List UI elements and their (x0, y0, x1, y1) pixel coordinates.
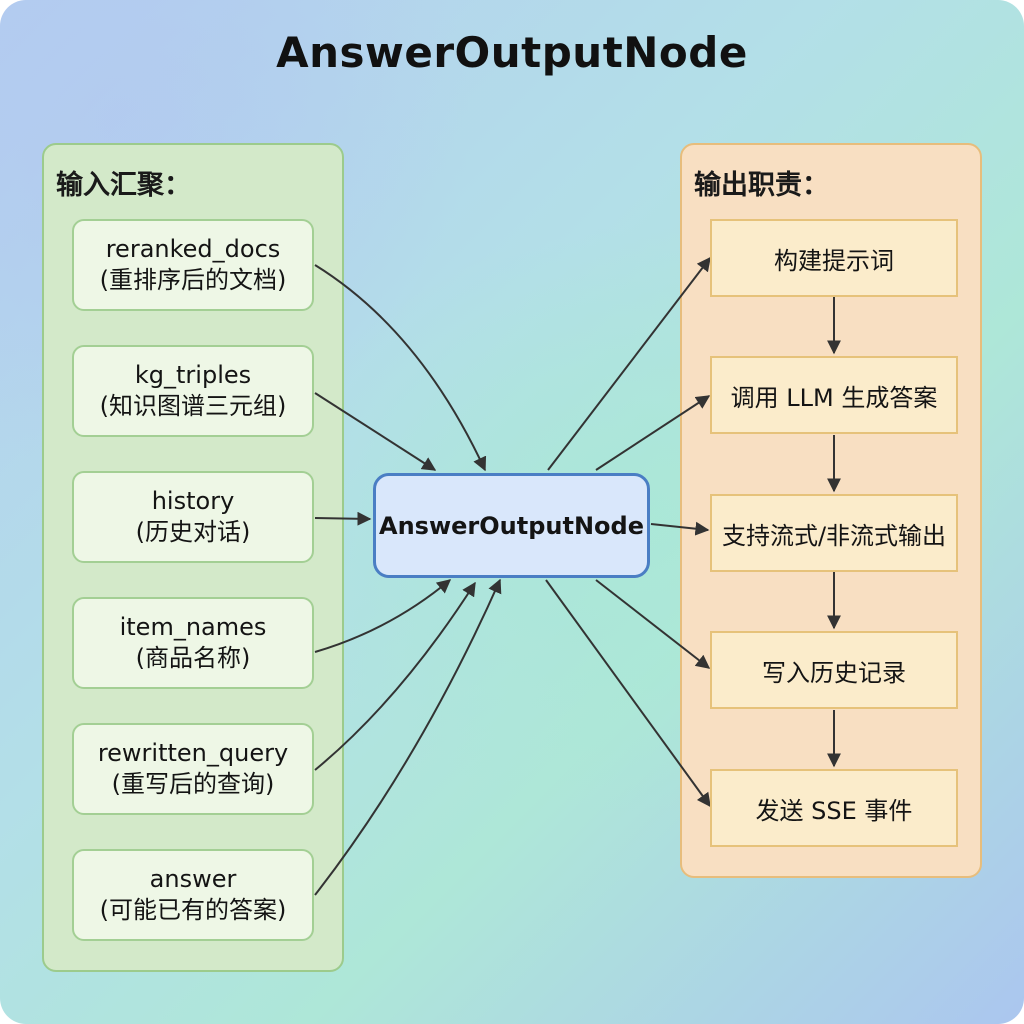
input-node-rewritten-query: rewritten_query (重写后的查询) (72, 723, 314, 815)
input-node-desc: (重排序后的文档) (99, 266, 287, 294)
input-node-name: reranked_docs (105, 234, 281, 263)
input-node-desc: (可能已有的答案) (99, 896, 287, 924)
output-step-write-history: 写入历史记录 (710, 631, 958, 709)
center-node-answer-output: AnswerOutputNode (373, 473, 650, 578)
input-node-name: history (151, 486, 235, 515)
input-node-desc: (商品名称) (135, 644, 251, 672)
input-node-name: kg_triples (134, 360, 252, 389)
edge-center-to-build-prompt (547, 256, 711, 471)
outputs-heading: 输出职责： (694, 170, 829, 201)
edge-answer-to-center (314, 578, 502, 896)
input-node-reranked-docs: reranked_docs (重排序后的文档) (72, 219, 314, 311)
input-node-item-names: item_names (商品名称) (72, 597, 314, 689)
input-node-desc: (历史对话) (135, 518, 251, 546)
diagram-title: AnswerOutputNode (276, 28, 748, 77)
output-step-send-sse: 发送 SSE 事件 (710, 769, 958, 847)
edge-reranked-docs-to-center (314, 264, 487, 472)
edge-center-to-write-history (595, 579, 711, 669)
input-node-answer: answer (可能已有的答案) (72, 849, 314, 941)
edge-center-to-send-sse (545, 579, 711, 808)
input-node-kg-triples: kg_triples (知识图谱三元组) (72, 345, 314, 437)
output-step-call-llm: 调用 LLM 生成答案 (710, 356, 958, 434)
edge-item-names-to-center (314, 579, 452, 653)
inputs-heading: 输入汇聚： (56, 170, 191, 201)
output-step-streaming-output: 支持流式/非流式输出 (710, 494, 958, 572)
input-node-history: history (历史对话) (72, 471, 314, 563)
edge-history-to-center (314, 511, 372, 526)
input-node-desc: (重写后的查询) (111, 770, 275, 798)
input-node-desc: (知识图谱三元组) (99, 392, 287, 420)
edge-center-to-streaming (650, 521, 710, 536)
edge-kg-triples-to-center (314, 392, 437, 471)
input-node-name: answer (149, 864, 237, 893)
edge-rewritten-query-to-center (314, 581, 476, 771)
input-node-name: rewritten_query (97, 738, 289, 767)
output-step-build-prompt: 构建提示词 (710, 219, 958, 297)
edge-center-to-call-llm (595, 395, 711, 471)
input-node-name: item_names (119, 612, 267, 641)
